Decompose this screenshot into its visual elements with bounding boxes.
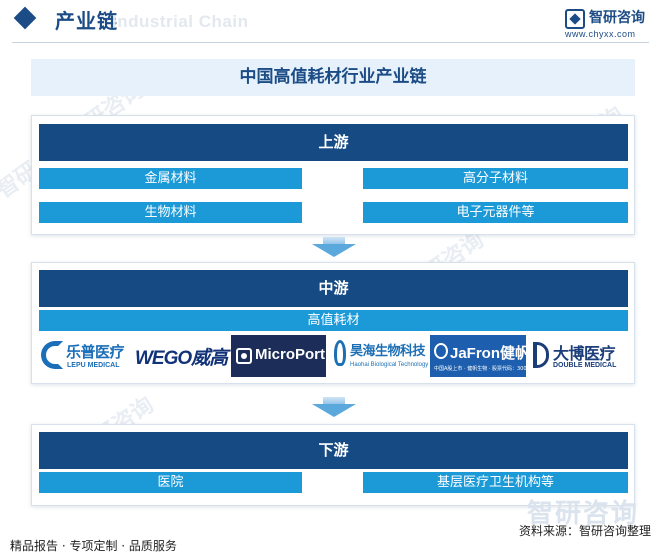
- page-header: 产业链 Industrial Chain 智研咨询 www.chyxx.com: [0, 0, 661, 44]
- downstream-item: 基层医疗卫生机构等: [363, 472, 628, 493]
- upstream-panel: 上游 金属材料 高分子材料 生物材料 电子元器件等: [31, 115, 635, 235]
- brand-name: 智研咨询: [589, 10, 645, 26]
- diamond-icon: [13, 6, 37, 30]
- double-medical-mark-icon: [533, 342, 549, 368]
- upstream-label: 上游: [39, 124, 628, 161]
- microport-mark-icon: [236, 348, 252, 364]
- section-subtitle: Industrial Chain: [112, 12, 249, 31]
- upstream-item: 金属材料: [39, 168, 302, 189]
- downstream-item: 医院: [39, 472, 302, 493]
- source-note: 资料来源：智研咨询整理: [518, 524, 651, 538]
- jafron-mark-icon: [434, 343, 448, 359]
- header-divider: [12, 42, 649, 43]
- double-medical-logo: 大博医疗 DOUBLE MEDICAL: [531, 335, 628, 377]
- lepu-mark-icon: [41, 341, 63, 369]
- midstream-label: 中游: [39, 270, 628, 307]
- footer-slogan: 精品报告 · 专项定制 · 品质服务: [10, 539, 177, 553]
- upstream-item: 生物材料: [39, 202, 302, 223]
- lepu-medical-logo: 乐普医疗 LEPU MEDICAL: [39, 335, 132, 377]
- brand-url: www.chyxx.com: [565, 29, 636, 39]
- wego-logo: WEGO威高: [135, 348, 228, 369]
- downstream-label: 下游: [39, 432, 628, 469]
- down-arrow-icon: [312, 237, 356, 257]
- footer-watermark: 智研咨询: [526, 499, 639, 529]
- chart-title: 中国高值耗材行业产业链: [31, 59, 635, 96]
- haohai-mark-icon: [334, 340, 346, 366]
- section-title: 产业链: [55, 9, 118, 33]
- upstream-item: 高分子材料: [363, 168, 628, 189]
- midstream-product: 高值耗材: [39, 310, 628, 331]
- haohai-logo: 昊海生物科技 Haohai Biological Technology: [332, 335, 428, 377]
- brand-logo-icon: [565, 9, 585, 29]
- upstream-item: 电子元器件等: [363, 202, 628, 223]
- jafron-logo: JaFron健帆 中国A股上市 · 健帆生物 · 股票代码：300529: [430, 335, 536, 377]
- midstream-panel: 中游 高值耗材 乐普医疗 LEPU MEDICAL WEGO威高 MicroPo…: [31, 262, 635, 384]
- brand: 智研咨询 www.chyxx.com: [565, 4, 651, 39]
- microport-logo: MicroPort: [231, 335, 326, 377]
- down-arrow-icon: [312, 397, 356, 417]
- downstream-panel: 下游 医院 基层医疗卫生机构等: [31, 424, 635, 506]
- company-logos: 乐普医疗 LEPU MEDICAL WEGO威高 MicroPort 昊海生物科…: [39, 335, 628, 377]
